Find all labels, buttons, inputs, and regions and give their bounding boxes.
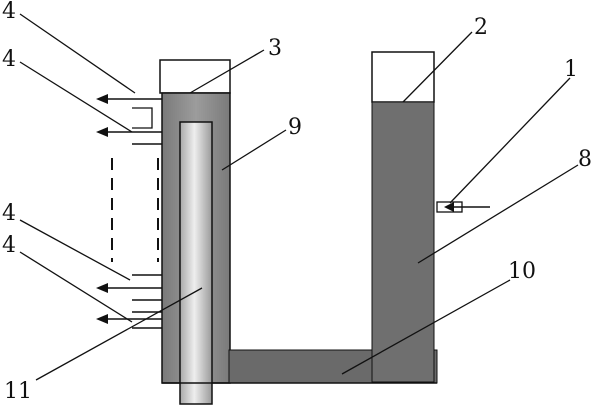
label-11: 11 [4,379,32,404]
label-10: 10 [508,259,536,284]
leader-8 [417,164,579,264]
label-2: 2 [474,15,488,40]
label-3: 3 [268,36,282,61]
leader-1 [449,77,571,204]
leader-10 [341,279,511,375]
upper-port-bracket [132,107,153,129]
label-9: 9 [288,115,302,140]
label-4-upper: 4 [2,47,16,72]
lower-port-arrowhead-1 [96,283,108,293]
leader-4b [19,61,133,133]
upper-port-arrowhead-1 [96,94,108,104]
leader-4d [19,251,133,323]
sensor-arrowhead [444,202,454,212]
lower-port-arrowhead-2 [96,314,108,324]
leader-4a [19,13,136,94]
label-1: 1 [564,57,578,82]
leader-9 [221,129,287,171]
label-8: 8 [578,147,592,172]
right-column-cap [371,51,435,103]
inner-rod [179,121,213,405]
label-4-bottom: 4 [2,233,16,258]
leader-11 [35,287,203,381]
leader-4c [19,219,131,281]
upper-port-arrowhead-2 [96,127,108,137]
leader-3 [189,49,265,94]
right-column-body [371,101,435,383]
leader-2 [402,31,473,103]
label-4-top: 4 [2,0,16,24]
label-4-lower: 4 [2,201,16,226]
